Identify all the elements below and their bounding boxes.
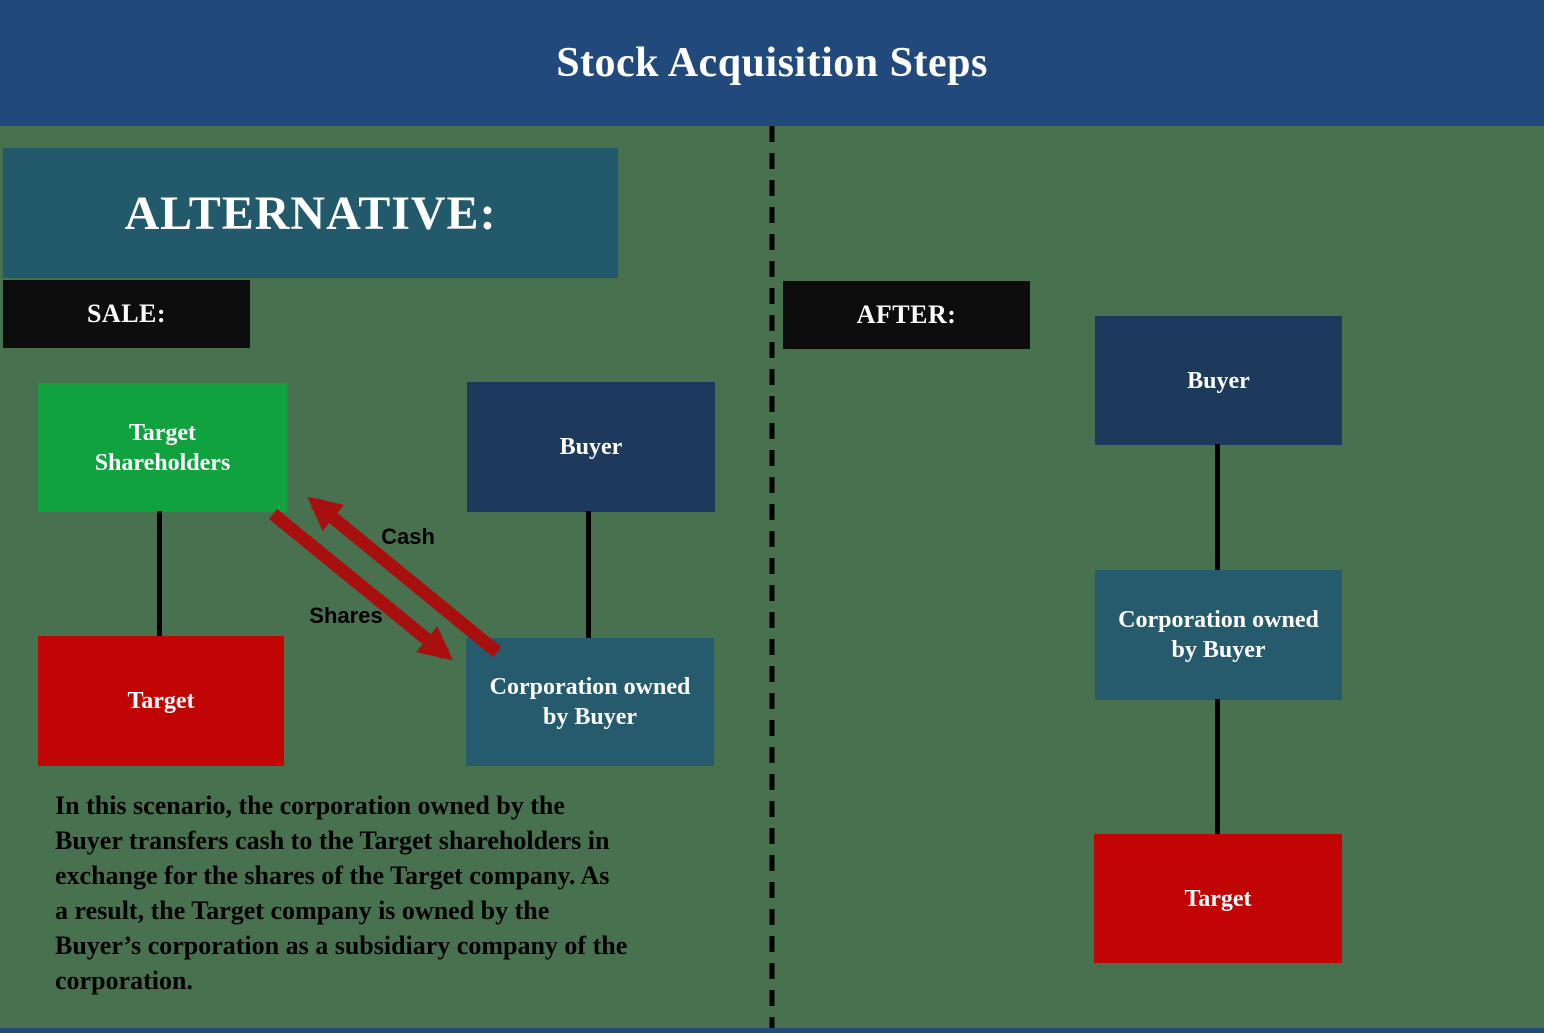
node-target-left: Target bbox=[38, 636, 284, 766]
after-stage-label: AFTER: bbox=[856, 300, 957, 329]
connector-corporation-target-right bbox=[1215, 699, 1220, 834]
sale-stage-label: SALE: bbox=[86, 299, 167, 328]
alternative-banner: ALTERNATIVE: bbox=[3, 148, 618, 278]
page-title: Stock Acquisition Steps bbox=[556, 40, 988, 86]
header-banner: Stock Acquisition Steps bbox=[0, 0, 1544, 126]
connector-shareholders-target bbox=[157, 511, 162, 636]
node-target-shareholders: Target Shareholders bbox=[38, 383, 287, 512]
node-target-right: Target bbox=[1094, 834, 1342, 963]
cash-arrow-label: Cash bbox=[381, 524, 435, 549]
footer-bar bbox=[0, 1028, 1544, 1033]
node-buyer-right: Buyer bbox=[1095, 316, 1342, 445]
node-buyer-left: Buyer bbox=[467, 382, 715, 512]
sale-stage-badge: SALE: bbox=[3, 280, 250, 348]
scenario-description: In this scenario, the corporation owned … bbox=[55, 791, 628, 995]
shares-arrow-label: Shares bbox=[309, 603, 383, 628]
connector-buyer-corporation-left bbox=[586, 511, 591, 638]
connector-buyer-corporation-right bbox=[1215, 444, 1220, 570]
node-corporation-right: Corporation owned by Buyer bbox=[1095, 570, 1342, 700]
after-stage-badge: AFTER: bbox=[783, 281, 1030, 349]
alternative-banner-label: ALTERNATIVE: bbox=[124, 186, 497, 240]
node-corporation-left: Corporation owned by Buyer bbox=[466, 638, 714, 766]
